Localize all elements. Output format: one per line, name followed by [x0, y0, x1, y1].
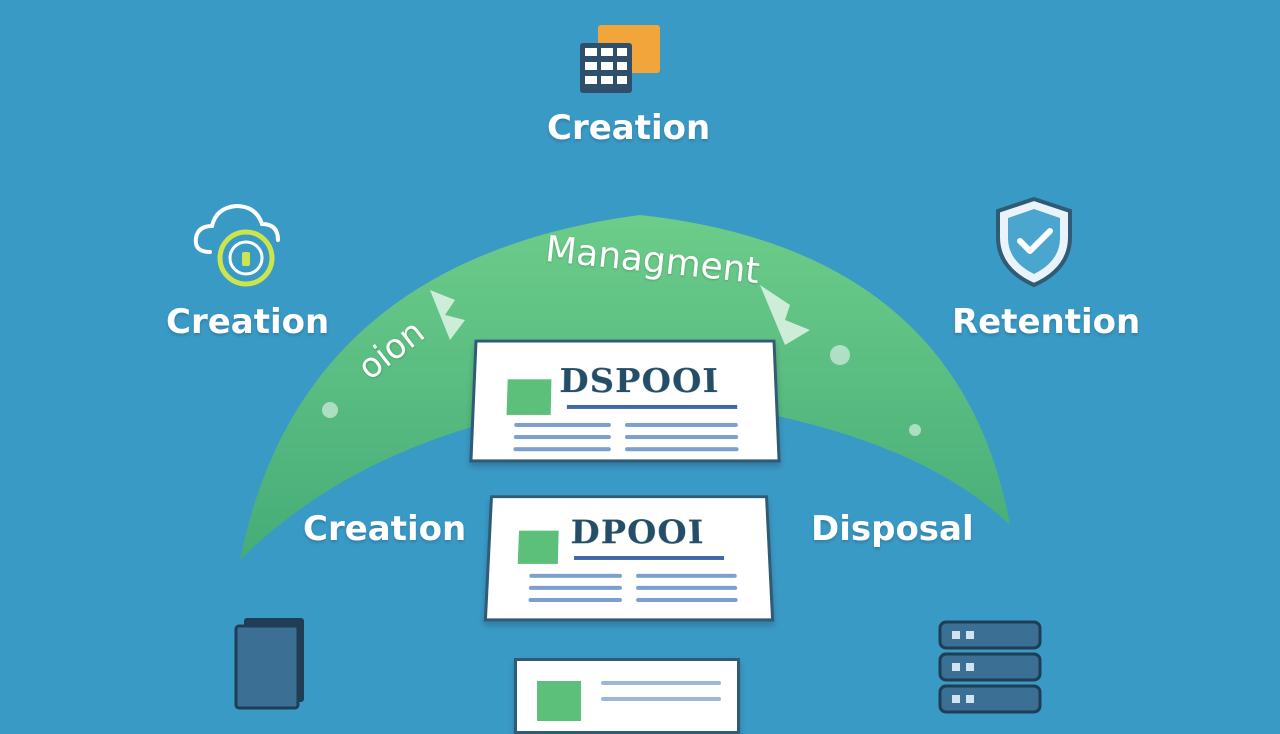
card-thumbnail — [537, 681, 581, 721]
card-text-line — [601, 697, 721, 701]
node-top-label: Creation — [547, 108, 711, 148]
node-right-label: Retention — [952, 302, 1141, 342]
calculator-folder-icon — [580, 25, 664, 99]
card-text-line — [513, 447, 611, 452]
card-title: DSPOOI — [558, 361, 720, 401]
card-text-line — [625, 422, 738, 427]
card-title: DPOOI — [570, 513, 706, 553]
card-text-line — [529, 573, 622, 578]
document-card-top: DSPOOI — [469, 339, 781, 463]
document-card-middle: DPOOI — [483, 495, 775, 622]
shield-check-icon — [992, 195, 1076, 293]
card-text-line — [636, 597, 738, 603]
server-stack-icon — [938, 620, 1042, 720]
card-text-line — [528, 585, 622, 590]
card-text-line — [513, 435, 611, 440]
node-lower-left-label: Creation — [303, 509, 467, 549]
card-text-line — [636, 585, 738, 590]
card-text-line — [625, 435, 739, 440]
cloud-lock-icon — [192, 200, 288, 292]
card-text-line — [625, 447, 739, 452]
node-left-label: Creation — [166, 302, 330, 342]
card-underline — [573, 556, 725, 560]
card-text-line — [601, 681, 721, 685]
node-lower-right-label: Disposal — [811, 509, 974, 549]
card-thumbnail — [517, 530, 559, 564]
box-icon — [234, 618, 308, 714]
card-text-line — [514, 422, 611, 427]
card-text-line — [636, 573, 737, 578]
card-thumbnail — [506, 379, 552, 415]
card-underline — [566, 404, 738, 409]
document-card-bottom — [514, 658, 740, 734]
card-text-line — [528, 597, 622, 603]
